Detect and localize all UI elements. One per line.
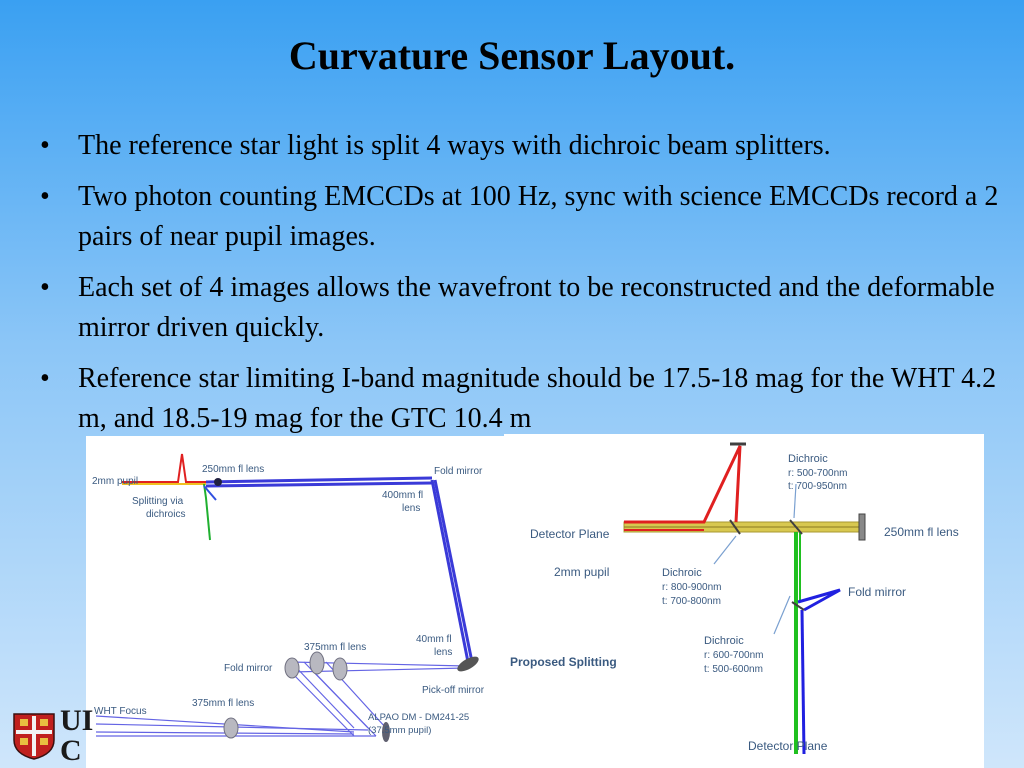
label-375mm-lens-a: 375mm fl lens	[304, 642, 366, 653]
university-crest-icon	[12, 712, 56, 760]
label-dichroic-low-t: t: 500-600nm	[704, 664, 763, 675]
label-dichroic-low: Dichroic	[704, 635, 744, 647]
bullet-item: Two photon counting EMCCDs at 100 Hz, sy…	[40, 177, 1010, 257]
bullet-item: Each set of 4 images allows the wavefron…	[40, 268, 1010, 348]
label-dichroic-mid-r: r: 800-900nm	[662, 582, 721, 593]
label-400mm-lens: 400mm fl	[382, 490, 423, 501]
label-2mm-pupil-right: 2mm pupil	[554, 565, 609, 579]
label-40mm-lens: 40mm fl	[416, 634, 452, 645]
label-dichroic-top-r: r: 500-700nm	[788, 468, 847, 479]
label-wht-focus: WHT Focus	[94, 706, 147, 717]
label-pick-off-mirror: Pick-off mirror	[422, 685, 485, 696]
label-proposed-splitting: Proposed Splitting	[510, 655, 617, 669]
label-40mm-lens-2: lens	[434, 647, 452, 658]
slide-title: Curvature Sensor Layout.	[288, 33, 736, 78]
label-fold-mirror-top: Fold mirror	[434, 466, 483, 477]
label-dichroic-top: Dichroic	[788, 453, 828, 465]
label-400mm-lens-2: lens	[402, 503, 420, 514]
label-alpao-dm: ALPAO DM - DM241-25	[368, 712, 469, 723]
bullet-item: The reference star light is split 4 ways…	[40, 126, 1010, 166]
bullet-item: Reference star limiting I-band magnitude…	[40, 359, 1010, 439]
left-optical-diagram: 2mm pupil 250mm fl lens Fold mirror Spli…	[86, 436, 504, 768]
label-dichroic-mid-t: t: 700-800nm	[662, 596, 721, 607]
label-dichroic-low-r: r: 600-700nm	[704, 650, 763, 661]
label-250mm-lens: 250mm fl lens	[202, 464, 264, 475]
label-dichroic-mid: Dichroic	[662, 567, 702, 579]
label-detector-plane-left: Detector Plane	[530, 527, 610, 541]
label-dm-pupil: (37.5mm pupil)	[368, 725, 431, 736]
label-250mm-lens-right: 250mm fl lens	[884, 525, 959, 539]
right-optical-diagram: Dichroic r: 500-700nm t: 700-950nm Detec…	[504, 434, 984, 768]
label-dichroics: dichroics	[146, 509, 185, 520]
label-fold-mirror-right: Fold mirror	[848, 585, 906, 599]
label-splitting-via: Splitting via	[132, 496, 184, 507]
label-dichroic-top-t: t: 700-950nm	[788, 481, 847, 492]
label-detector-plane-bottom: Detector Plane	[748, 739, 828, 753]
label-2mm-pupil: 2mm pupil	[92, 476, 138, 487]
label-375mm-lens-b: 375mm fl lens	[192, 698, 254, 709]
bullet-list: The reference star light is split 4 ways…	[40, 126, 1010, 450]
wordmark-line-1: UI	[60, 704, 94, 737]
label-fold-mirror-mid: Fold mirror	[224, 663, 273, 674]
wordmark-line-2: C	[60, 734, 82, 767]
university-wordmark: UI C	[60, 706, 93, 766]
